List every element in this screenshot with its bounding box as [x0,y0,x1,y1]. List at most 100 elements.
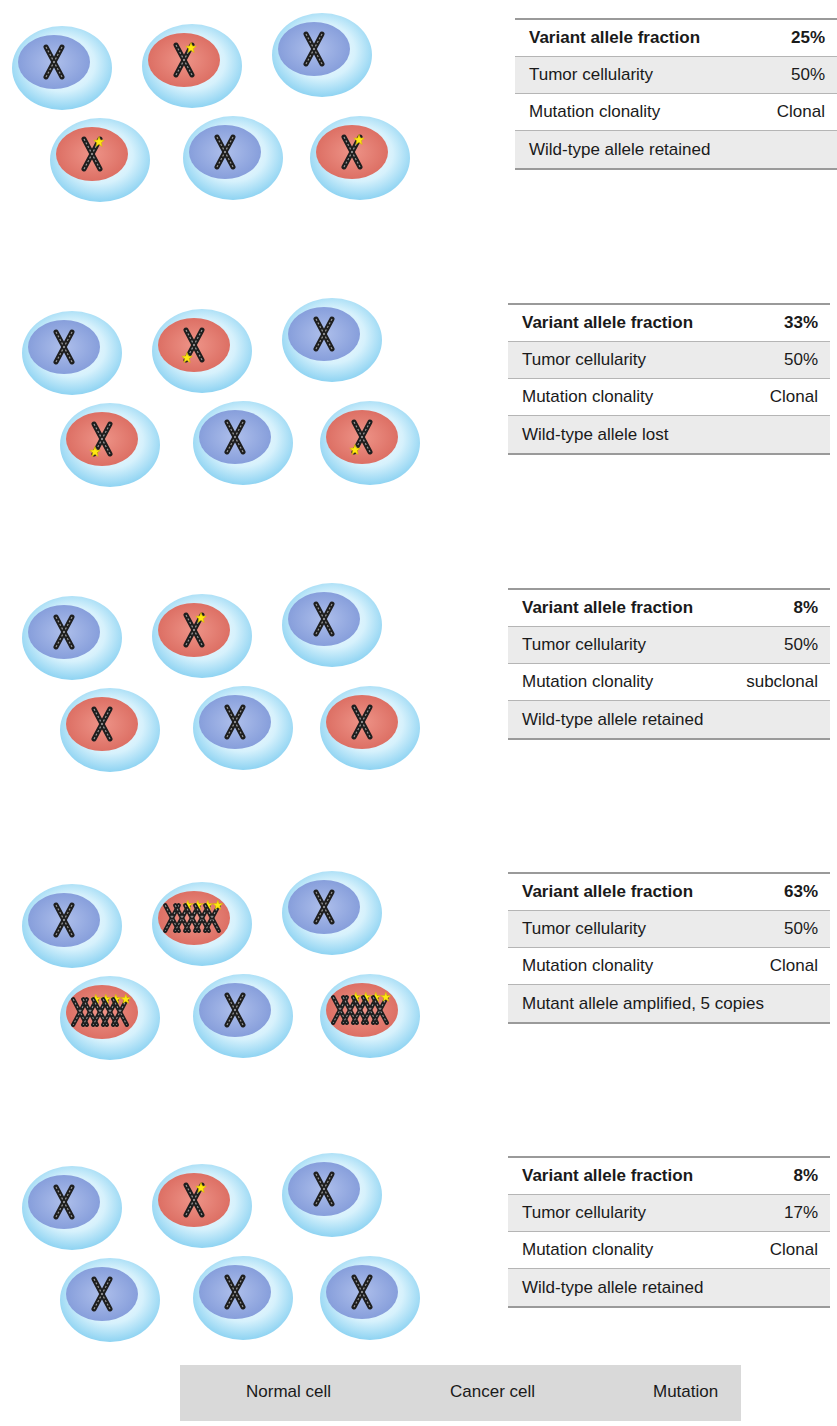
table-cell-label: Mutation clonality [522,956,653,976]
normal-cell [183,116,283,200]
table-cell-label: Tumor cellularity [522,1203,646,1223]
table-row: Mutation clonality Clonal [508,948,830,985]
table-row: Tumor cellularity50% [508,342,830,379]
cancer-cell [60,976,160,1060]
table-cell-label: Tumor cellularity [529,65,653,85]
value-table: Variant allele fraction8%Tumor cellulari… [508,588,830,740]
mutation-star [186,43,196,53]
mutation-star [350,445,360,455]
table-cell-value: 8% [793,1166,818,1186]
table-cell-value: 50% [784,635,818,655]
chromosome [94,1279,110,1309]
table-cell-label: Wild-type allele lost [522,425,668,445]
chromosome [56,905,72,935]
value-table: Variant allele fraction 63% Tumor cellular… [508,872,830,1024]
table-cell-value: 50% [791,65,825,85]
normal-cell [22,596,122,680]
normal-cell [282,583,382,667]
table-cell-value: 63% [784,882,818,902]
mutation-star [196,1183,206,1193]
chromosome [56,332,72,362]
table-row: Tumor cellularity 50% [508,911,830,948]
chromosome [373,997,387,1023]
chromosome [205,905,219,931]
chromosome [94,709,110,739]
chromosome [227,995,243,1025]
chromosome [316,319,332,349]
chromosome [217,137,233,167]
normal-cell [22,884,122,968]
cancer-cell [152,882,252,966]
cancer-cell [152,594,252,678]
normal-cell [193,401,293,485]
table-cell-value: Clonal [770,1240,818,1260]
cancer-cell [50,118,150,202]
table-cell-label: Tumor cellularity [522,919,646,939]
table-row: Variant allele fraction25% [515,20,837,57]
chromosome [227,1277,243,1307]
table-row: Wild-type allele retained [515,131,837,168]
table-row: Variant allele fraction8% [508,590,830,627]
normal-cell [282,298,382,382]
normal-cell [272,13,372,97]
normal-cell [193,1256,293,1340]
value-table: Variant allele fraction 8% Tumor cellulari… [508,1156,830,1308]
table-row: Mutant allele amplified, 5 copies [508,985,830,1022]
table-row: Wild-type allele retained [508,701,830,738]
table-cell-value: 50% [784,919,818,939]
value-table: Variant allele fraction25%Tumor cellular… [515,18,837,170]
chromosome [46,47,62,77]
value-table: Variant allele fraction 33% Tumor cellular… [508,303,830,455]
chromosome [316,892,332,922]
normal-cell [22,311,122,395]
cancer-cell [152,309,252,393]
table-cell-label: Wild-type allele retained [529,140,710,160]
cancer-cell [320,974,420,1058]
normal-cell [12,26,112,110]
table-cell-label: Wild-type allele retained [522,1278,703,1298]
chromosome [316,1174,332,1204]
table-cell-value: Clonal [770,387,818,407]
legend-text: Normal cell [246,1382,331,1402]
cancer-cell [152,1164,252,1248]
normal-cell [193,974,293,1058]
mutation-star [121,994,131,1003]
table-cell-value: 33% [784,313,818,333]
chromosome [227,422,243,452]
table-cell-label: Mutation clonality [522,1240,653,1260]
table-row: Mutation clonalityClonal [515,94,837,131]
chromosome [113,999,127,1025]
table-row: Wild-type allele lost [508,416,830,453]
table-row: Tumor cellularity50% [508,627,830,664]
table-cell-label: Mutation clonality [522,672,653,692]
mutation-star [90,447,100,457]
table-row: Variant allele fraction 8% [508,1158,830,1195]
table-cell-label: Variant allele fraction [522,882,693,902]
table-cell-label: Variant allele fraction [522,1166,693,1186]
table-row: Variant allele fraction 63% [508,874,830,911]
chromosome [316,604,332,634]
table-row: Wild-type allele retained [508,1269,830,1306]
chromosome [354,707,370,737]
mutation-star [182,353,192,363]
normal-cell [193,686,293,770]
table-row: Tumor cellularity 50% [515,57,837,94]
table-cell-value: Clonal [770,956,818,976]
normal-cell [60,1258,160,1342]
normal-cell [282,1153,382,1237]
mutation-star [213,900,223,909]
table-cell-value: Clonal [777,102,825,122]
table-cell-label: Tumor cellularity [522,350,646,370]
table-cell-label: Variant allele fraction [522,598,693,618]
normal-cell [282,871,382,955]
chromosome [306,34,322,64]
mutation-star [196,613,206,623]
table-row: Mutation clonality subclonal [508,664,830,701]
normal-cell [320,1256,420,1340]
cancer-cell [142,24,242,108]
table-cell-label: Variant allele fraction [522,313,693,333]
table-cell-value: subclonal [746,672,818,692]
chromosome [354,1277,370,1307]
table-cell-label: Wild-type allele retained [522,710,703,730]
table-cell-value: 17% [784,1203,818,1223]
